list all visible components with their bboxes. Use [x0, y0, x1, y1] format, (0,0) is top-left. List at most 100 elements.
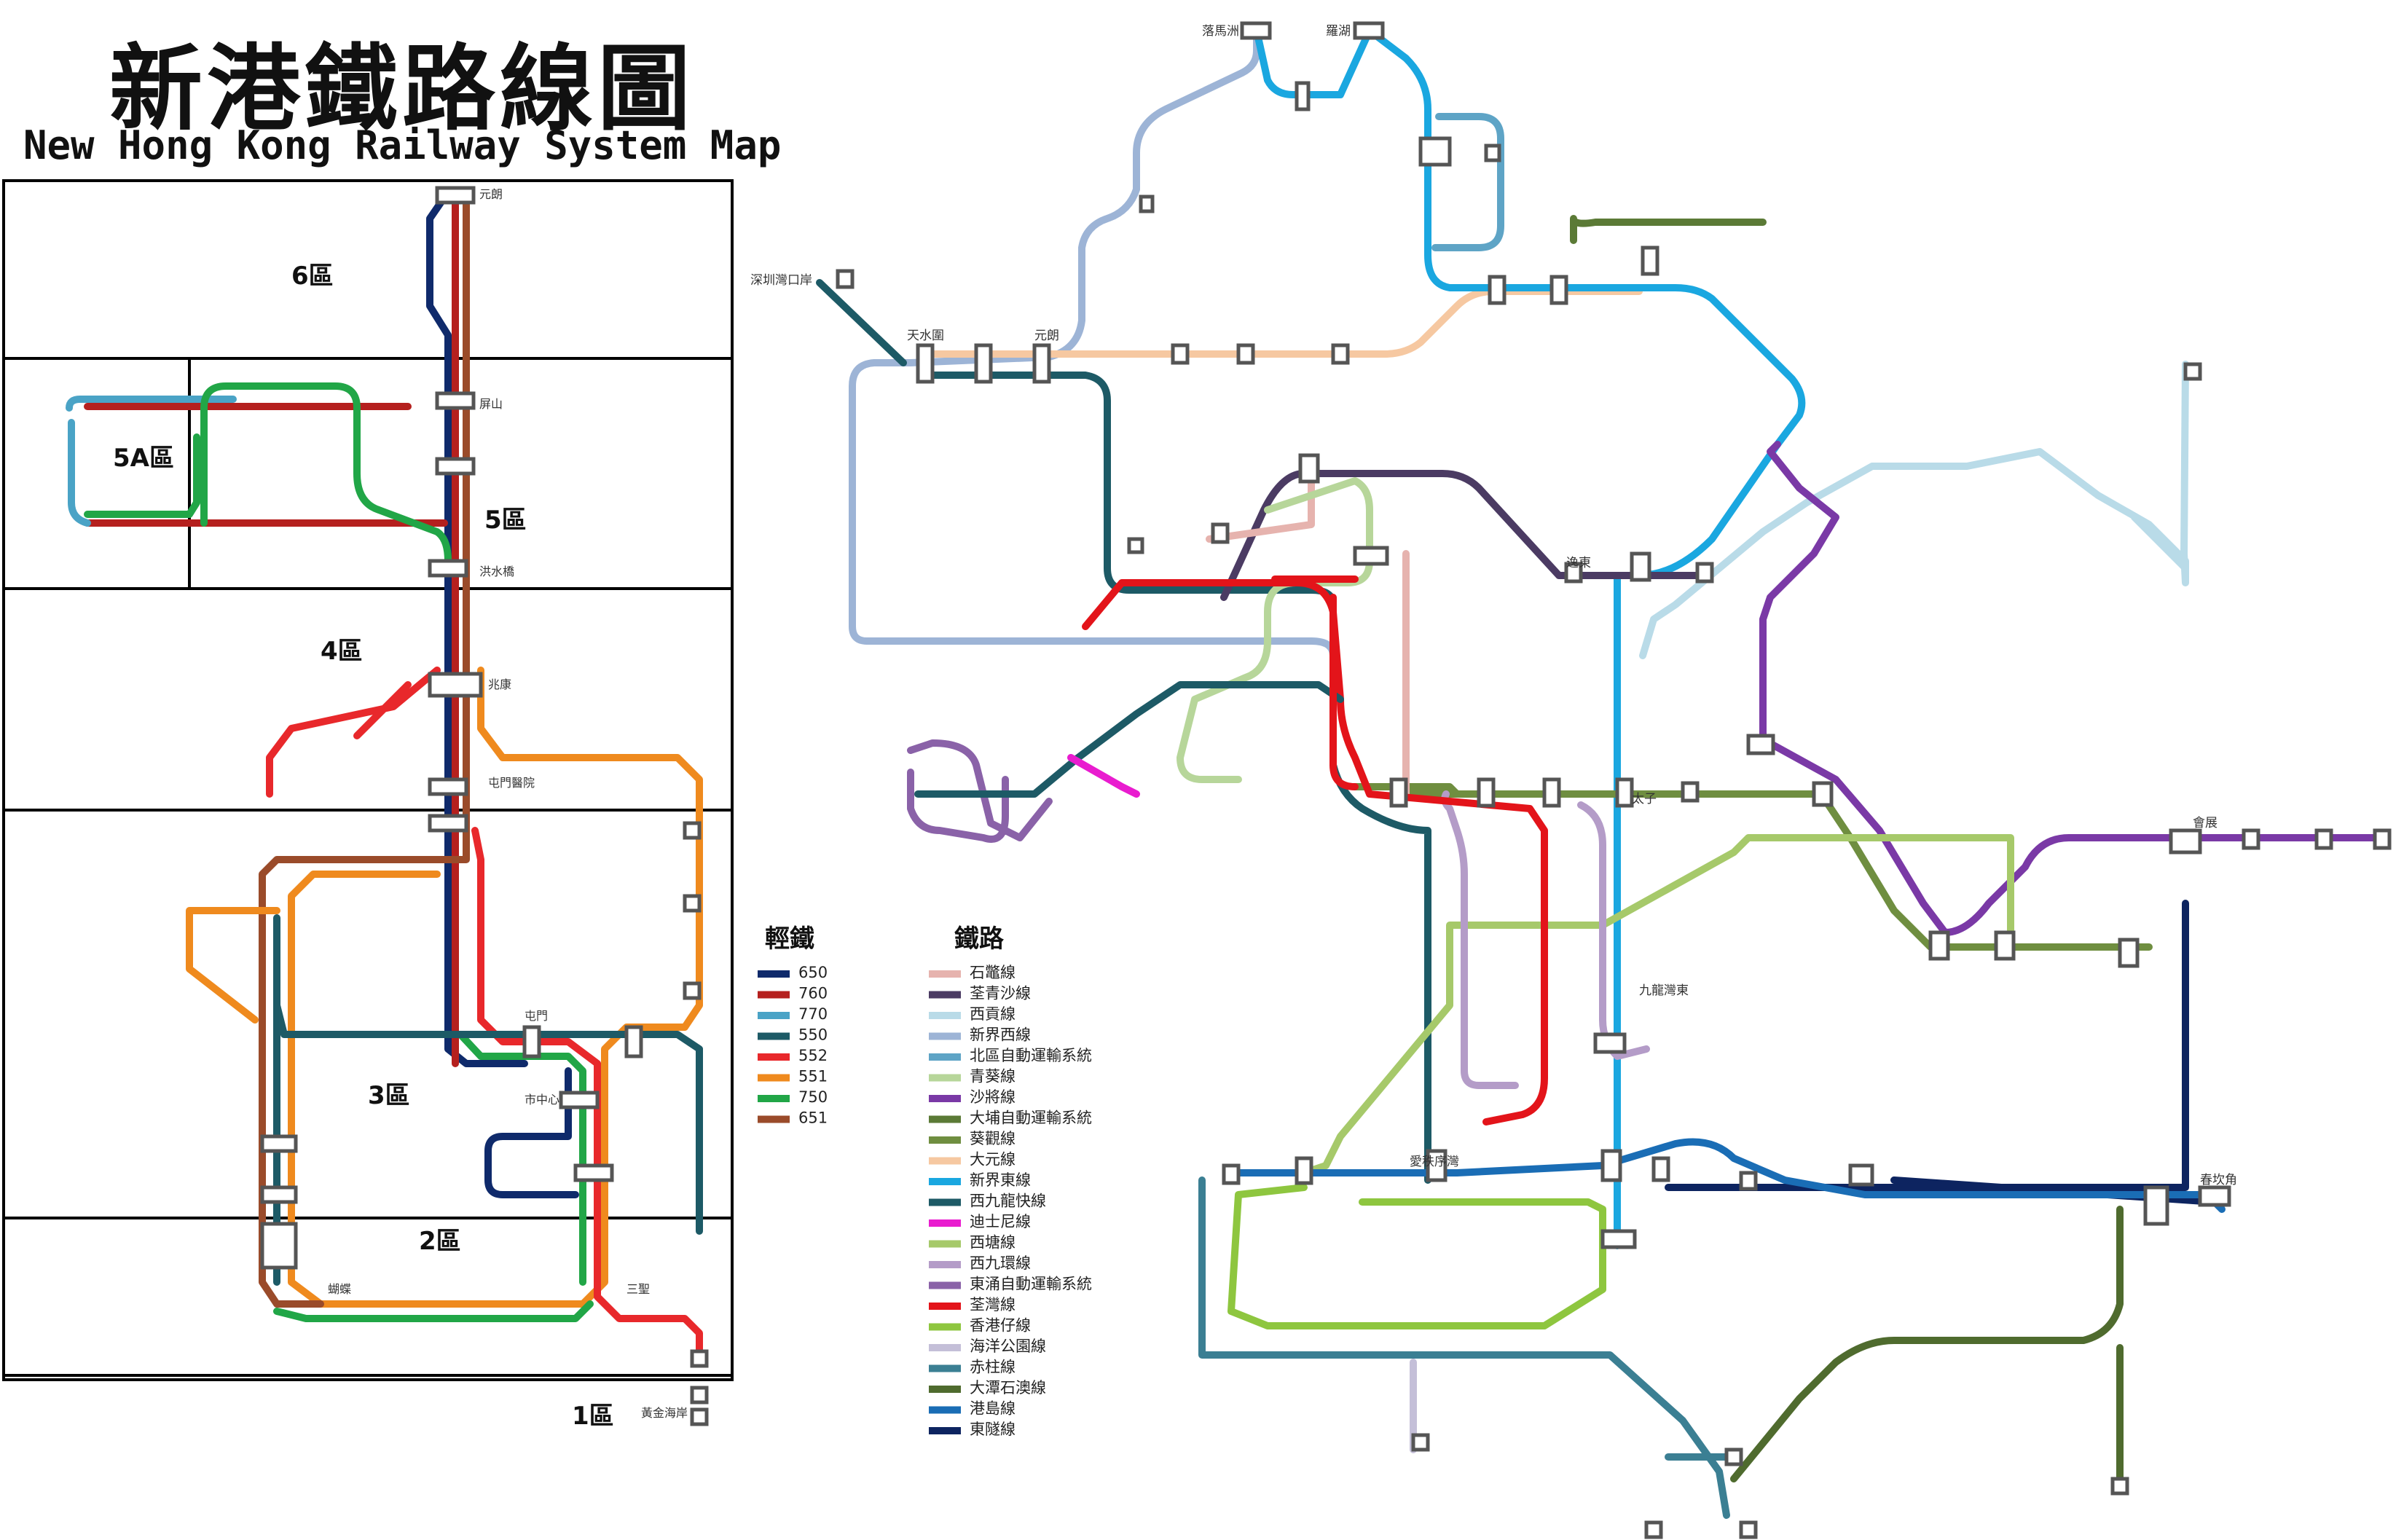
- station-label: 會展: [2193, 816, 2218, 830]
- zone-label-2: 2區: [419, 1227, 461, 1256]
- lrt-station-label: 屯門: [525, 1009, 548, 1023]
- line-kwai-kun-2: [1351, 783, 1461, 798]
- legend-swatch: [758, 1032, 790, 1040]
- legend-swatch: [929, 1095, 961, 1102]
- lrt-route-705c: [484, 1067, 579, 1198]
- zone-label-5: 5區: [484, 506, 527, 535]
- line-sha-tseung: [1759, 441, 2386, 936]
- lrt-station-label: 市中心: [525, 1093, 559, 1107]
- station-label: 九龍灣東: [1639, 983, 1689, 998]
- legend-label: 石鼈線: [970, 964, 1016, 981]
- line-kwai-kun: [1395, 790, 2153, 951]
- legend-label: 550: [798, 1026, 828, 1044]
- legend-label: 西貢線: [970, 1005, 1016, 1023]
- legend-swatch: [758, 1074, 790, 1082]
- lrt-route-551: [288, 667, 703, 1308]
- lrt-station-label: 三聖: [626, 1282, 650, 1296]
- legend-swatch: [929, 1240, 961, 1248]
- line-tuen-ma-east: [1300, 834, 2014, 1176]
- station-markers[interactable]: [260, 21, 2392, 1539]
- legend-label: 荃灣線: [970, 1296, 1016, 1313]
- legend-railway-heading: 鐵路: [954, 924, 1005, 954]
- legend-label: 650: [798, 964, 828, 981]
- legend-swatch: [929, 1427, 961, 1434]
- legend-swatch: [929, 970, 961, 978]
- legend-label: 赤柱線: [970, 1359, 1016, 1376]
- lrt-route-751: [457, 1031, 586, 1286]
- line-south-island-loop: [1198, 1176, 1730, 1519]
- legend-label: 新界東線: [970, 1171, 1031, 1189]
- legend-label: 551: [798, 1068, 828, 1085]
- lrt-route-505b: [186, 907, 280, 1024]
- lrt-station-label: 屏山: [479, 397, 503, 411]
- legend-swatch: [929, 1364, 961, 1372]
- station-label: 逸東: [1566, 556, 1591, 570]
- legend-label: 大潭石澳線: [970, 1379, 1046, 1396]
- legend-swatch: [758, 991, 790, 999]
- line-tsing-kwai: [1177, 477, 1373, 783]
- zone-grid: [2, 179, 734, 1381]
- station-label: 愛秩序灣: [1410, 1155, 1459, 1169]
- legend-label: 東隧線: [970, 1421, 1016, 1438]
- legend-swatch: [929, 1053, 961, 1061]
- legend-label: 651: [798, 1109, 828, 1127]
- legend-label: 青葵線: [970, 1068, 1016, 1085]
- lrt-route-505: [266, 667, 441, 798]
- line-tai-po-apm: [1570, 215, 1767, 244]
- legend-swatch: [758, 1053, 790, 1061]
- map-title-chinese: 新港鐵路線圖: [109, 35, 696, 144]
- legend-label: 552: [798, 1047, 828, 1064]
- lrt-route-752: [273, 1300, 594, 1322]
- heavy-rail-lines: [816, 27, 2386, 1519]
- legend-swatch: [929, 1406, 961, 1414]
- lrt-station-label: 元朗: [479, 187, 503, 201]
- legend-swatch: [929, 1074, 961, 1082]
- line-new-territories-west: [849, 27, 1337, 659]
- lrt-station-label: 洪水橋: [479, 565, 514, 578]
- legend-label: 西塘線: [970, 1234, 1016, 1252]
- zone-label-3: 3區: [368, 1081, 410, 1110]
- zone-label-1: 1區: [572, 1402, 614, 1431]
- legend-swatch: [929, 1157, 961, 1165]
- legend-label: 荃青沙線: [970, 985, 1031, 1002]
- legend-label: 迪士尼線: [970, 1213, 1031, 1230]
- lrt-station-label: 屯門醫院: [488, 776, 535, 790]
- legend-swatch: [929, 1261, 961, 1268]
- line-tsuen-wan: [1082, 579, 1548, 1125]
- legend-swatch: [929, 1012, 961, 1019]
- line-stone-bridge: [1206, 463, 1410, 798]
- line-tai-yuen: [925, 288, 1643, 358]
- legend-swatch: [929, 1032, 961, 1040]
- line-aberdeen: [1227, 1184, 1606, 1329]
- zone-label-6: 6區: [291, 262, 334, 291]
- lrt-route-614: [471, 827, 703, 1362]
- legend-swatch: [929, 1178, 961, 1185]
- legend-label: 海洋公園線: [970, 1337, 1046, 1355]
- station-label: 太子: [1632, 792, 1657, 806]
- line-island: [1235, 1138, 2226, 1213]
- legend-label: 葵觀線: [970, 1130, 1016, 1147]
- line-tsuen-wan-main: [1329, 594, 1359, 790]
- legend-swatch: [758, 1095, 790, 1102]
- legend-label: 西九環線: [970, 1254, 1031, 1272]
- lrt-station-label: 黃金海岸: [641, 1406, 688, 1420]
- legend-label: 北區自動運輸系統: [970, 1047, 1092, 1064]
- legend-swatch: [929, 1198, 961, 1206]
- legend-swatch: [929, 991, 961, 999]
- legend-swatch: [758, 1115, 790, 1123]
- legend-label: 大元線: [970, 1151, 1016, 1168]
- legend-swatch: [929, 1281, 961, 1289]
- legend-label: 香港仔線: [970, 1317, 1031, 1335]
- lrt-route-705b: [84, 433, 200, 518]
- zone-label-4: 4區: [321, 637, 363, 666]
- legend-swatch: [758, 1012, 790, 1019]
- line-tung-chung: [914, 681, 1344, 798]
- legend-railway: 鐵路 石鼈線荃青沙線西貢線新界西線北區自動運輸系統青葵線沙將線大埔自動運輸系統葵…: [929, 924, 1092, 1438]
- legend-swatch: [758, 970, 790, 978]
- line-east-rail: [1253, 27, 1806, 1249]
- lrt-station-label: 兆康: [488, 677, 511, 691]
- legend-label: 750: [798, 1088, 828, 1106]
- legend-label: 西九龍快線: [970, 1193, 1046, 1210]
- station-label: 落馬洲: [1202, 24, 1239, 39]
